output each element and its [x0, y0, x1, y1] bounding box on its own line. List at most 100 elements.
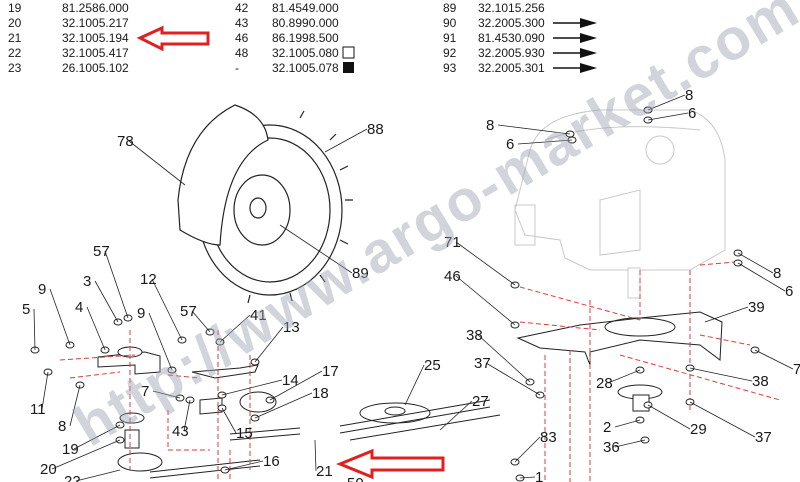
callout-38: 38: [466, 327, 483, 344]
leader-line: [183, 399, 191, 432]
callout-46: 46: [444, 268, 461, 285]
callout-37: 37: [755, 429, 772, 446]
highlight-arrow-diagram: [336, 448, 445, 480]
leader-line: [647, 94, 686, 111]
leader-line: [104, 250, 129, 319]
part-code: 32.1015.256: [478, 1, 545, 15]
part-code: 86.1998.500: [272, 31, 339, 45]
part-ref: 48: [235, 46, 249, 60]
part-ref: 89: [443, 1, 457, 15]
callout-20: 20: [40, 461, 57, 478]
leader-line: [254, 326, 284, 363]
callout-11: 11: [30, 401, 46, 418]
callout-7: 7: [141, 383, 149, 400]
part-ref: 19: [8, 1, 22, 15]
leader-line: [151, 278, 183, 341]
leader-line: [219, 314, 251, 343]
leader-line: [86, 306, 106, 351]
part-code: 32.1005.078: [272, 61, 339, 75]
callout-89: 89: [352, 265, 369, 282]
highlight-arrows: [136, 25, 445, 480]
callout-5: 5: [22, 301, 30, 318]
callout-13: 13: [283, 319, 300, 336]
callout-27: 27: [472, 393, 489, 410]
callout-9: 9: [137, 305, 145, 322]
filled-square-icon: [343, 62, 354, 73]
leader-line: [704, 306, 749, 323]
leader-line: [737, 252, 774, 274]
part-code: 81.4549.000: [272, 1, 339, 15]
leader-line: [41, 371, 49, 410]
callout-78: 78: [117, 133, 134, 150]
part-code: 32.1005.080: [272, 46, 339, 60]
part-ref: 20: [8, 16, 22, 30]
callout-4: 4: [75, 299, 83, 316]
part-code: 32.1005.194: [62, 31, 129, 45]
callout-38: 38: [752, 373, 769, 390]
leader-line: [737, 262, 786, 292]
mount-plate-drawing: [516, 311, 723, 412]
callout-88: 88: [367, 121, 384, 138]
leader-line: [152, 390, 181, 399]
part-ref: 21: [8, 31, 22, 45]
part-ref: 91: [443, 31, 457, 45]
part-ref: 46: [235, 31, 249, 45]
leader-line: [51, 439, 121, 470]
leader-line: [514, 436, 541, 463]
part-code: 81.4530.090: [478, 31, 545, 45]
part-code: 32.2005.301: [478, 61, 545, 75]
assembly-lines: [59, 261, 781, 482]
leader-lines: [33, 94, 794, 482]
callout-57: 57: [93, 243, 110, 260]
arrow-right-icon: [553, 33, 597, 43]
leader-line: [94, 280, 119, 323]
leader-line: [614, 439, 646, 448]
callout-43: 43: [172, 423, 189, 440]
callout-12: 12: [140, 271, 157, 288]
leader-line: [455, 241, 516, 286]
callout-8: 8: [486, 117, 494, 134]
part-ref: 92: [443, 46, 457, 60]
callout-7: 7: [793, 361, 800, 378]
callout-14: 14: [282, 372, 299, 389]
leader-line: [455, 275, 516, 326]
leader-line: [254, 392, 313, 419]
leader-line: [754, 349, 794, 370]
part-ref: 90: [443, 16, 457, 30]
part-code: 32.1005.217: [62, 16, 129, 30]
leader-line: [221, 407, 237, 434]
leader-line: [269, 370, 323, 401]
leader-line: [33, 308, 36, 351]
callout-2: 2: [603, 419, 611, 436]
callout-83: 83: [540, 429, 557, 446]
callout-22: 22: [64, 473, 81, 482]
leader-line: [497, 124, 571, 135]
leader-line: [314, 439, 317, 472]
part-ref: -: [235, 61, 239, 75]
callout-6: 6: [785, 283, 793, 300]
leader-line: [224, 460, 264, 471]
part-code: 26.1005.102: [62, 61, 129, 75]
callout-28: 28: [596, 375, 613, 392]
bracket-drawing: [97, 346, 501, 479]
callout-18: 18: [312, 385, 329, 402]
part-code: 81.2586.000: [62, 1, 129, 15]
leader-line: [128, 140, 186, 186]
wheel-drawing: [177, 104, 353, 304]
leader-line: [689, 401, 756, 438]
callout-1: 1: [535, 469, 543, 482]
leader-line: [69, 384, 81, 427]
leader-line: [191, 310, 211, 333]
callout-39: 39: [748, 299, 765, 316]
callout-9: 9: [38, 281, 46, 298]
leader-line: [279, 224, 353, 274]
highlight-arrow-table: [136, 25, 210, 52]
callout-36: 36: [603, 439, 620, 456]
leader-line: [647, 112, 689, 121]
leader-line: [148, 312, 173, 371]
part-ref: 42: [235, 1, 249, 15]
callout-8: 8: [58, 418, 66, 435]
engine-drawing: [514, 109, 726, 299]
